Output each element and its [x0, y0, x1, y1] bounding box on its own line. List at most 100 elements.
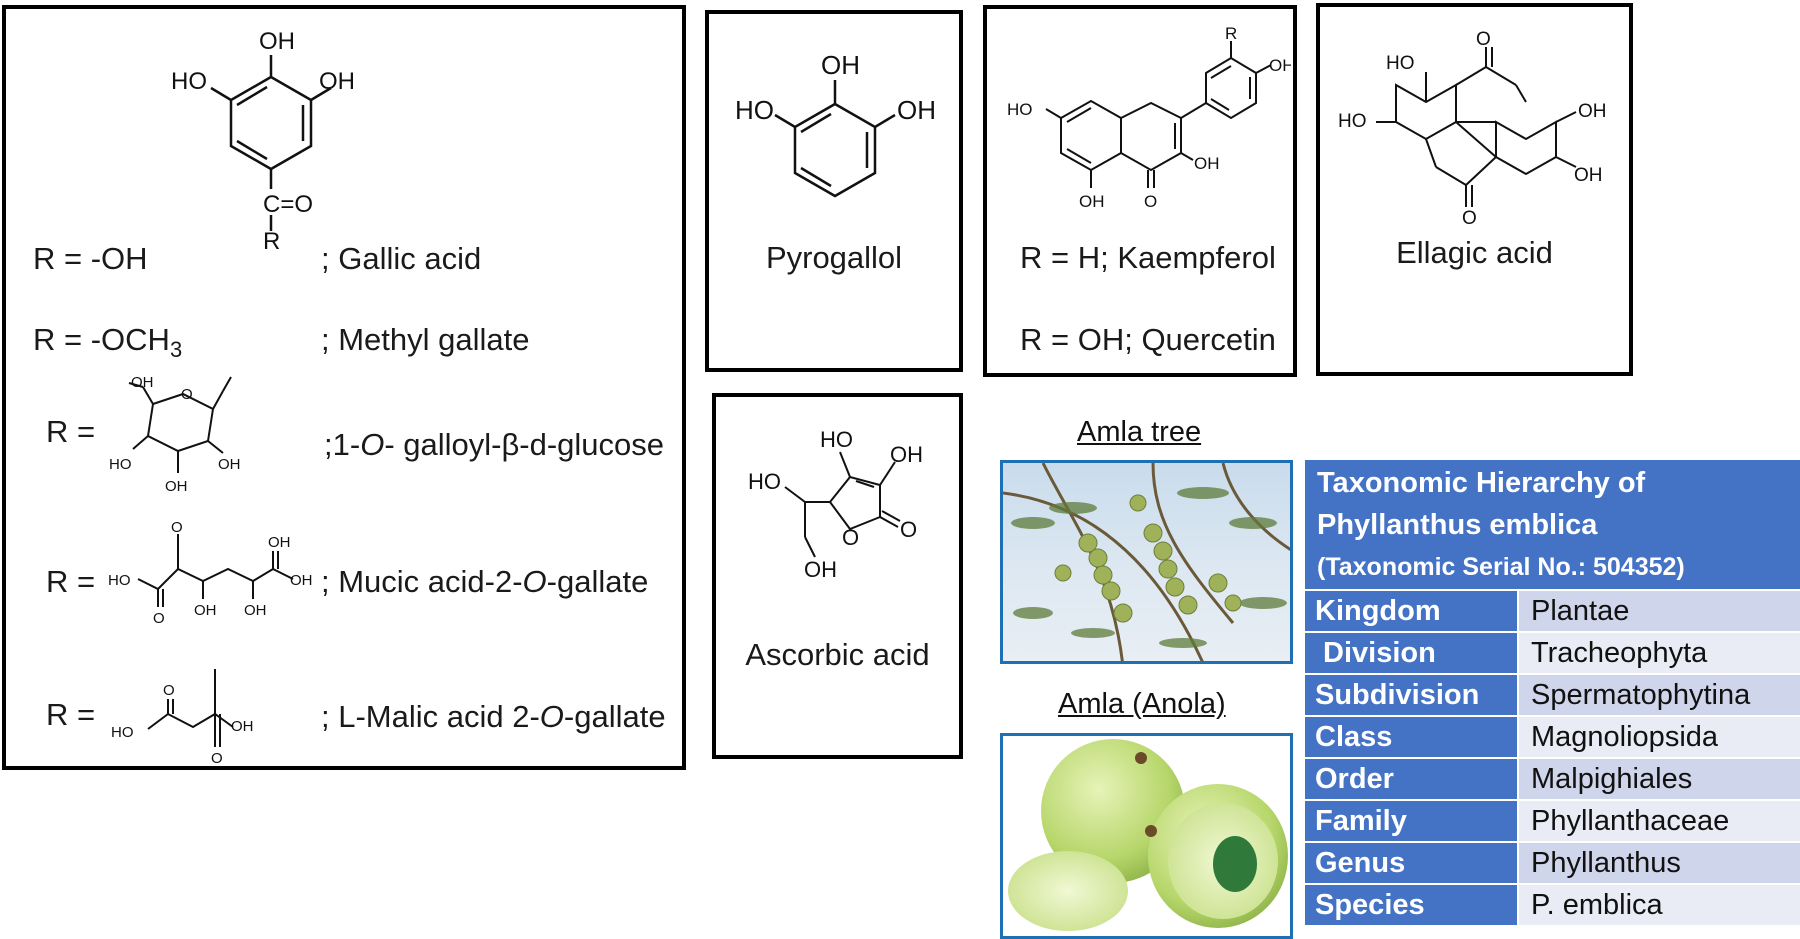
ascorbic-acid-structure: HO OH HO O O OH — [748, 427, 923, 582]
r-label-oh: R = -OH — [33, 241, 148, 276]
taxonomy-rank: Class — [1305, 717, 1517, 757]
malic-acid-structure: O HO OH O — [111, 669, 254, 767]
amla-fruit-title: Amla (Anola) — [1058, 688, 1226, 720]
taxonomy-value: Plantae — [1517, 591, 1800, 631]
amla-tree-title: Amla tree — [1077, 416, 1202, 448]
ellagic-acid-name: Ellagic acid — [1396, 235, 1553, 270]
ascorbic-o-ketone-label: O — [900, 517, 917, 542]
r-label-och3: R = -OCH3 — [33, 322, 183, 363]
taxonomy-rank: Family — [1305, 801, 1517, 841]
mucic-ho-label: HO — [108, 572, 131, 589]
mucic-oh4-label: OH — [290, 572, 313, 589]
mucic-oh1-label: OH — [194, 602, 217, 619]
flavonoid-structure: R OH HO OH O OH — [1007, 24, 1291, 211]
ellagic-oh-bottom-label: OH — [1574, 165, 1603, 186]
glucose-ho-label: HO — [109, 456, 132, 473]
taxonomy-title-line2: Phyllanthus emblica — [1317, 509, 1598, 541]
taxonomy-rank: Kingdom — [1305, 591, 1517, 631]
flavonoid-oh-bottom-label: OH — [1079, 192, 1105, 211]
pyrogallol-ho-left-label: HO — [735, 95, 774, 125]
taxonomy-rank: Genus — [1305, 843, 1517, 883]
mucic-acid-structure: HO O O OH OH OH OH — [108, 519, 313, 627]
ascorbic-acid-name: Ascorbic acid — [745, 637, 930, 672]
glucose-oh3-label: OH — [165, 478, 188, 495]
gallates-panel: OH HO OH C=O R R = -OH ; Gallic acid R =… — [2, 5, 686, 770]
ellagic-acid-structure: HO O HO OH O OH — [1338, 29, 1607, 227]
kaempferol-name: R = H; Kaempferol — [1020, 240, 1276, 275]
glucose-structure: OH O HO OH OH — [109, 374, 241, 495]
taxonomy-header: Taxonomic Hierarchy of Phyllanthus embli… — [1305, 460, 1800, 589]
amla-tree-photo — [1000, 460, 1293, 664]
ellagic-o-top-label: O — [1476, 29, 1491, 50]
mucic-o-label: O — [153, 610, 165, 627]
glucose-gallate-name: ;1-O- galloyl-β-d-glucose — [324, 427, 665, 462]
mucic-o1-label: O — [171, 519, 183, 536]
glucose-oh2-label: OH — [218, 456, 241, 473]
mucic-oh2-label: OH — [244, 602, 267, 619]
flavonoid-r-label: R — [1225, 24, 1237, 43]
taxonomy-value: Spermatophytina — [1517, 675, 1800, 715]
taxonomy-value: Phyllanthaceae — [1517, 801, 1800, 841]
gallic-carbonyl-label: C=O — [263, 191, 313, 218]
pyrogallol-oh-right-label: OH — [897, 95, 936, 125]
pyrogallol-oh-top-label: OH — [821, 50, 860, 80]
ellagic-ho-top-label: HO — [1386, 53, 1415, 74]
taxonomy-value: Magnoliopsida — [1517, 717, 1800, 757]
ascorbic-ho-top-label: HO — [820, 427, 853, 452]
amla-fruit-photo — [1000, 733, 1293, 939]
r-label-glucose: R = — [46, 414, 96, 449]
quercetin-name: R = OH; Quercetin — [1020, 322, 1276, 357]
flavonoid-oh-ring-label: OH — [1194, 154, 1220, 173]
r-label-malic: R = — [46, 697, 96, 732]
taxonomy-value: Tracheophyta — [1517, 633, 1800, 673]
gallic-oh-right-label: OH — [319, 68, 355, 95]
ascorbic-oh-top-label: OH — [890, 442, 923, 467]
ellagic-ho-left-label: HO — [1338, 111, 1367, 132]
gallic-core-structure: OH HO OH C=O R — [171, 28, 355, 252]
gallic-oh-top-label: OH — [259, 28, 295, 55]
glucose-oh-label: OH — [131, 374, 154, 391]
flavonoid-panel: R OH HO OH O OH R = H; Kaempferol R = OH… — [983, 5, 1297, 377]
malic-ho-label: HO — [111, 724, 134, 741]
taxonomy-serial-no: (Taxonomic Serial No.: 504352) — [1317, 553, 1685, 581]
ascorbic-o-ring-label: O — [842, 525, 859, 550]
taxonomy-rank: Division — [1305, 633, 1517, 673]
taxonomy-rank: Order — [1305, 759, 1517, 799]
ellagic-oh-right-label: OH — [1578, 101, 1607, 122]
mucic-oh3-label: OH — [268, 534, 291, 551]
ellagic-panel: HO O HO OH O OH Ellagic acid — [1316, 3, 1633, 376]
r-label-mucic: R = — [46, 564, 96, 599]
flavonoid-o-label: O — [1144, 192, 1157, 211]
flavonoid-oh-right-label: OH — [1269, 56, 1291, 75]
taxonomy-value: Phyllanthus — [1517, 843, 1800, 883]
ascorbic-ho-left-label: HO — [748, 469, 781, 494]
malic-o1-label: O — [163, 682, 175, 699]
taxonomy-rank: Subdivision — [1305, 675, 1517, 715]
flavonoid-ho-left-label: HO — [1007, 100, 1033, 119]
malic-oh-label: OH — [231, 718, 254, 735]
ascorbic-oh-bottom-label: OH — [804, 557, 837, 582]
gallic-acid-name: ; Gallic acid — [321, 241, 482, 276]
ascorbic-panel: HO OH HO O O OH Ascorbic acid — [712, 393, 963, 759]
gallic-ho-left-label: HO — [171, 68, 207, 95]
malic-gallate-name: ; L-Malic acid 2-O-gallate — [321, 699, 666, 734]
taxonomy-value: Malpighiales — [1517, 759, 1800, 799]
mucic-gallate-name: ; Mucic acid-2-O-gallate — [321, 564, 649, 599]
taxonomy-value: P. emblica — [1517, 885, 1800, 925]
malic-o2-label: O — [211, 750, 223, 767]
ellagic-o-bottom-label: O — [1462, 208, 1477, 227]
svg-text:O: O — [181, 386, 193, 403]
pyrogallol-structure: OH HO OH — [735, 50, 936, 198]
gallic-r-label: R — [263, 228, 280, 252]
pyrogallol-name: Pyrogallol — [765, 240, 903, 275]
taxonomy-rank: Species — [1305, 885, 1517, 925]
pyrogallol-panel: OH HO OH Pyrogallol — [705, 10, 963, 372]
methyl-gallate-name: ; Methyl gallate — [321, 322, 530, 357]
